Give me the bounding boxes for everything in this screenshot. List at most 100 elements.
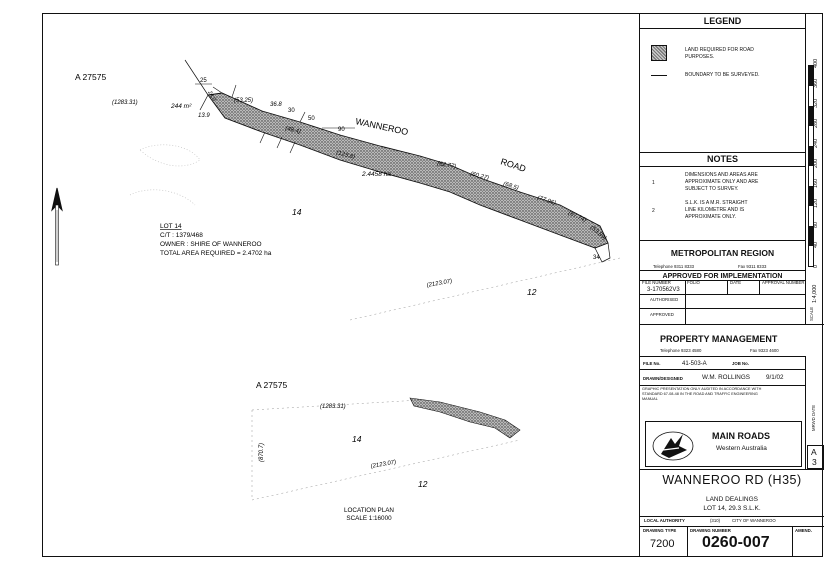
note2-line-c: APPROXIMATE ONLY. <box>685 214 737 220</box>
dim-label: 25 <box>200 78 207 84</box>
lot-info-line4: TOTAL AREA REQUIRED = 2.4702 ha <box>160 250 272 257</box>
dim-label: (53.25) <box>234 98 253 104</box>
scale-tick-label: 360 <box>813 78 819 88</box>
road-name-1: WANNEROO <box>355 116 410 137</box>
main-roads-logo-icon <box>652 431 694 461</box>
dim-label: 13.9 <box>198 113 210 119</box>
scale-tick-label: 320 <box>813 98 819 108</box>
authorised-label: AUTHORISED <box>650 297 679 302</box>
scale-tick-label: 400 <box>813 58 819 68</box>
note2-num: 2 <box>652 208 655 214</box>
dim-label: 36.8 <box>270 102 282 108</box>
boundary-line <box>184 59 209 96</box>
note1-line-c: SUBJECT TO SURVEY. <box>685 186 739 192</box>
dim-label: (68.5) <box>502 181 519 192</box>
location-lot-14: 14 <box>352 434 362 444</box>
main-roads-name: MAIN ROADS <box>712 431 770 441</box>
lot-info-line2: C/T : 1379/468 <box>160 232 203 239</box>
dim-label: 24.0 <box>206 89 218 103</box>
dim-label: 30 <box>288 108 295 114</box>
scale-tick-label: 240 <box>813 138 819 148</box>
file-no-label: FILE No. <box>643 361 661 366</box>
note2-line-b: LINE KILOMETRE AND IS <box>685 207 745 213</box>
scale-tick-label: 40 <box>813 241 819 248</box>
note2-line-a: S.L.K. IS A M.R. STRAIGHT <box>685 200 748 206</box>
scale-tick-label: 0 <box>813 264 819 268</box>
drawn-label: DRAWN/DESIGNED <box>643 376 683 381</box>
scale-ratio: 1:4,000 <box>812 284 818 303</box>
metro-tel: Telephone 9311 8333 <box>653 264 695 269</box>
local-authority: CITY OF WANNEROO <box>732 518 776 523</box>
reserve-label-bottom: A 27575 <box>256 380 287 390</box>
location-bearing-side: (870.7) <box>259 443 265 462</box>
main-roads-state: Western Australia <box>716 445 767 452</box>
location-lot-12: 12 <box>418 479 428 489</box>
scale-tick-label: 80 <box>813 221 819 228</box>
legend-title: LEGEND <box>703 16 742 26</box>
area-244: 244 m² <box>170 103 192 110</box>
drawn-by: W.M. ROLLINGS <box>702 374 750 381</box>
lot-info-line1: LOT 14 <box>160 223 182 230</box>
local-authority-code: (310) <box>710 518 721 523</box>
dim-label: (48.4) <box>285 126 302 135</box>
reserve-label-top: A 27575 <box>75 72 106 82</box>
scale-bar <box>808 65 814 267</box>
job-no-label: JOB No. <box>732 361 749 366</box>
amend-label: AMEND. <box>795 528 812 533</box>
pm-fax: Fax 9323 4600 <box>750 348 779 353</box>
dim-label: (60.27) <box>469 171 489 182</box>
title-block: LEGEND LAND REQUIRED FOR ROAD PURPOSES. … <box>639 13 824 557</box>
drawn-date: 9/1/02 <box>766 374 784 381</box>
location-caption-2: SCALE 1:16000 <box>346 515 392 522</box>
legend-line-swatch <box>651 75 667 76</box>
road-reserve-strip <box>207 92 609 249</box>
lot-info-line3: OWNER : SHIRE OF WANNEROO <box>160 241 262 248</box>
faint-marking <box>129 144 201 206</box>
legend-item1: LAND REQUIRED FOR ROAD <box>685 47 754 53</box>
scale-label: SCALE <box>809 306 814 321</box>
graphic-note: GRAPHIC PRESENTATION ONLY AUDITED IN ACC… <box>642 387 762 401</box>
note1-num: 1 <box>652 180 655 186</box>
main-roads-logo-box: MAIN ROADS Western Australia <box>645 421 802 467</box>
pm-tel: Telephone 9323 4580 <box>660 348 702 353</box>
location-plan: A 27575 (1283.31) (870.7) (2123.07) 14 1… <box>251 380 521 522</box>
drawing-road-title: WANNEROO RD (H35) <box>662 473 802 487</box>
drawing-sub2: LOT 14, 29.3 S.L.K. <box>703 505 761 512</box>
dim-label: (62.77) <box>437 161 457 170</box>
scale-tick-label: 280 <box>813 118 819 128</box>
drawing-type-label: DRAWING TYPE <box>643 528 677 533</box>
lot-info-block: LOT 14 C/T : 1379/468 OWNER : SHIRE OF W… <box>160 223 272 257</box>
dim-label: (123.8) <box>335 150 355 161</box>
location-bearing-top: (1283.31) <box>320 404 346 410</box>
approval-table-header: FILE NUMBER FOLIO DATE APPROVAL NUMBER 3… <box>642 280 805 293</box>
approved-label: APPROVED <box>650 312 674 317</box>
note1-line-a: DIMENSIONS AND AREAS ARE <box>685 172 758 178</box>
drawing-frame <box>42 13 823 557</box>
dim-label: 90 <box>338 127 345 133</box>
bearing-mid: (2123.07) <box>426 279 452 289</box>
approved-title: APPROVED FOR IMPLEMENTATION <box>662 273 783 280</box>
bearing-top: (1283.31) <box>112 100 138 106</box>
lot-14-label: 14 <box>292 207 302 217</box>
dim-label: (77.96) <box>536 195 556 207</box>
sheet-size-box: A 3 <box>807 445 824 469</box>
legend-item1b: PURPOSES. <box>685 54 715 60</box>
file-no: 41-503-A <box>682 361 707 367</box>
mrwd-date-label: MRWD DATE <box>811 404 816 431</box>
north-arrow <box>51 187 63 266</box>
location-bearing-mid: (2123.07) <box>370 460 396 470</box>
metro-title: METROPOLITAN REGION <box>670 248 775 258</box>
location-road-strip <box>409 397 521 439</box>
site-plan: A 27575 (1283.31) 244 m² 25 24.0 (53.25)… <box>51 59 621 522</box>
note1-line-b: APPROXIMATE ONLY AND ARE <box>685 179 759 185</box>
boundary-line <box>594 242 611 263</box>
pm-title: PROPERTY MANAGEMENT <box>660 334 778 344</box>
road-name-2: ROAD <box>499 156 527 174</box>
drawing-number-label: DRAWING NUMBER <box>690 528 731 533</box>
notes-title: NOTES <box>706 154 738 164</box>
local-authority-label: LOCAL AUTHORITY <box>644 518 685 523</box>
dim-label: 50 <box>308 116 315 122</box>
scale-tick-label: 200 <box>813 158 819 168</box>
metro-fax: Fax 9311 8333 <box>738 264 767 269</box>
scale-tick-label: 160 <box>813 178 819 188</box>
